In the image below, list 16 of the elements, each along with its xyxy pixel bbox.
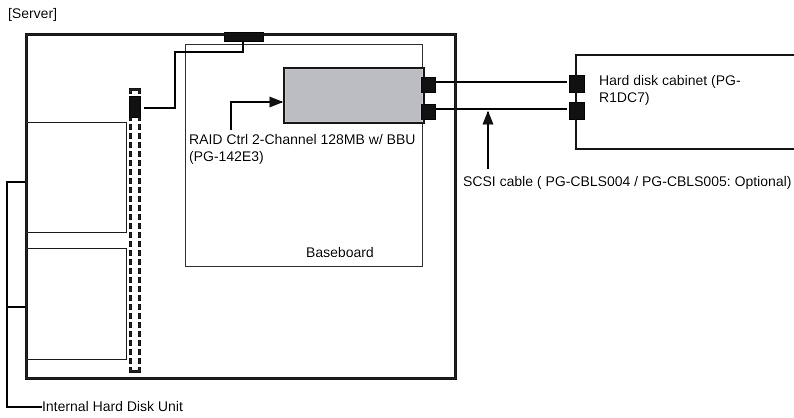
baseboard-label: Baseboard	[306, 244, 375, 261]
leader-line	[230, 96, 284, 130]
connector-line	[433, 81, 567, 83]
callout-text: Internal Hard Disk Unit	[42, 398, 184, 415]
leader-line	[6, 306, 42, 408]
hard-disk-bay	[26, 248, 127, 360]
callout-text: SCSI cable ( PG-CBLS004 / PG-CBLS005: Optional)	[463, 173, 792, 190]
server-title: [Server]	[8, 5, 58, 22]
backplane	[129, 88, 141, 373]
connector-line	[433, 108, 567, 110]
callout-text: RAID Ctrl 2-Channel 128MB w/ BBU (PG-142E3)	[189, 131, 416, 165]
connector-block	[224, 32, 264, 42]
cabinet-label: Hard disk cabinet (PG-R1DC7)	[599, 72, 742, 106]
connector-line	[144, 42, 244, 109]
hard-disk-bay	[26, 122, 127, 233]
leader-line	[482, 110, 494, 169]
